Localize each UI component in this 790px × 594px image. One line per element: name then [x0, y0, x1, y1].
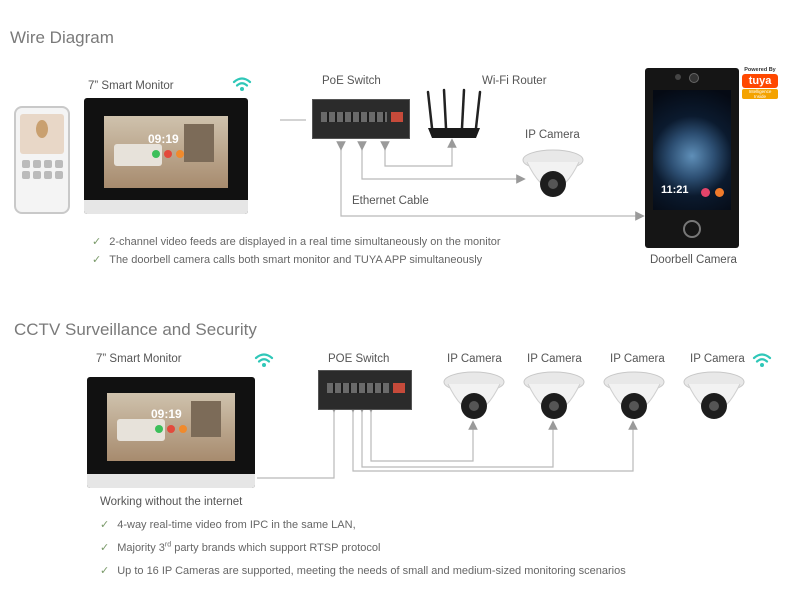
phone-video-feed: [20, 114, 64, 154]
section-title-cctv: CCTV Surveillance and Security: [14, 320, 257, 339]
poe-switch: [312, 99, 410, 139]
doorbell-clock: 11:21: [661, 184, 689, 196]
monitor-screen: 09:19: [104, 116, 228, 188]
bullet-text: 2-channel video feeds are displayed in a…: [109, 236, 501, 248]
bullet-text: The doorbell camera calls both smart mon…: [109, 254, 483, 266]
label-ip-camera: IP Camera: [527, 353, 582, 365]
label-wifi-router: Wi-Fi Router: [482, 75, 547, 87]
check-icon: ✓: [100, 542, 110, 554]
tuya-logo: tuya: [742, 74, 778, 88]
doorbell-screen: 11:21: [653, 90, 731, 210]
ip-camera: [603, 371, 665, 419]
label-poe-switch: POE Switch: [328, 353, 390, 365]
check-icon: ✓: [92, 254, 102, 266]
tuya-powered-by: Powered By: [744, 67, 776, 73]
doorbell-camera: 11:21: [645, 68, 739, 248]
switch-monitor-cable-2: [257, 403, 339, 479]
bullet-item: ✓ The doorbell camera calls both smart mo…: [92, 253, 482, 266]
bullet-item: ✓ 2-channel video feeds are displayed in …: [92, 235, 501, 248]
switch-camera3-cable: [357, 403, 558, 468]
label-smart-monitor: 7” Smart Monitor: [96, 353, 182, 365]
bullet-text: Up to 16 IP Cameras are supported, meeti…: [117, 565, 626, 577]
phone-app-grid: [22, 160, 63, 179]
monitor-screen: 09:19: [107, 393, 235, 461]
label-ethernet-cable: Ethernet Cable: [352, 195, 429, 207]
bullet-text: 4-way real-time video from IPC in the sa…: [117, 519, 356, 531]
switch-router-cable: [380, 138, 457, 167]
smartphone: [14, 106, 70, 214]
bullet-item: ✓ Majority 3rd party brands which support…: [100, 541, 380, 554]
wifi-icon: [232, 77, 252, 91]
ip-camera: [683, 371, 745, 419]
wifi-icon: [752, 353, 772, 367]
smart-monitor: 09:19: [87, 377, 255, 488]
bullet-item: ✓ Up to 16 IP Cameras are supported, meet…: [100, 564, 626, 577]
label-ip-camera: IP Camera: [690, 353, 745, 365]
tuya-badge: Powered By tuya Intelligence Inside: [742, 67, 778, 107]
poe-switch: [318, 370, 412, 410]
check-icon: ✓: [100, 519, 110, 531]
ip-camera: [443, 371, 505, 419]
wifi-icon: [254, 353, 274, 367]
monitor-clock: 09:19: [148, 132, 179, 146]
bullet-text: Majority 3rd party brands which support …: [117, 541, 381, 554]
section-title-wire-diagram: Wire Diagram: [10, 28, 114, 47]
label-ip-camera: IP Camera: [525, 129, 580, 141]
switch-camera4-cable: [348, 403, 638, 472]
switch-camera2-cable: [366, 403, 478, 462]
switch-doorbell-cable: [336, 141, 645, 221]
label-ip-camera: IP Camera: [447, 353, 502, 365]
bullet-item: ✓ 4-way real-time video from IPC in the s…: [100, 518, 356, 531]
label-doorbell-camera: Doorbell Camera: [650, 254, 737, 266]
smart-monitor: 09:19: [84, 98, 248, 214]
label-poe-switch: PoE Switch: [322, 75, 381, 87]
doorbell-button: [683, 220, 701, 238]
monitor-clock: 09:19: [151, 407, 182, 421]
ip-camera: [522, 149, 584, 197]
ip-camera: [523, 371, 585, 419]
check-icon: ✓: [92, 236, 102, 248]
label-smart-monitor: 7” Smart Monitor: [88, 80, 174, 92]
label-ip-camera: IP Camera: [610, 353, 665, 365]
switch-ipcamera-cable: [357, 141, 526, 184]
working-note: Working without the internet: [100, 496, 243, 508]
wifi-router: [426, 88, 482, 138]
check-icon: ✓: [100, 565, 110, 577]
tuya-intelligence-inside: Intelligence Inside: [742, 89, 778, 99]
